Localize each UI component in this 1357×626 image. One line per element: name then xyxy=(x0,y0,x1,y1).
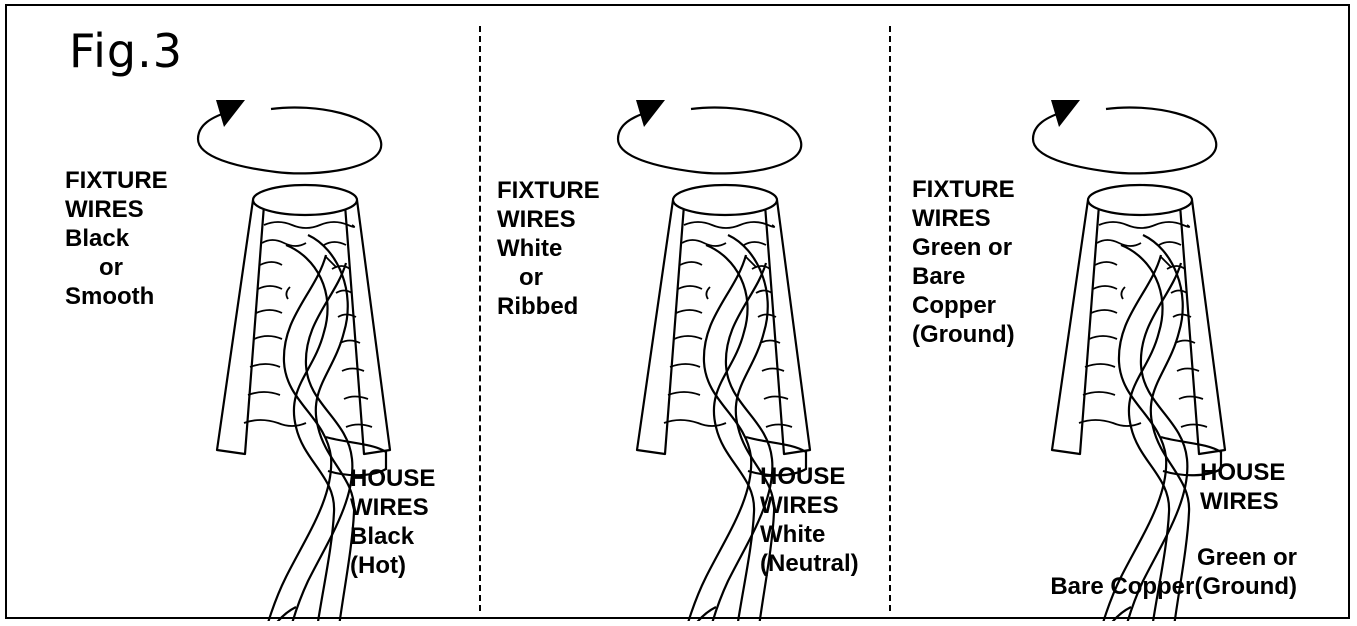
house-wires-label-white: HOUSE WIRES White (Neutral) xyxy=(760,463,859,577)
house-wires-label-ground: HOUSE WIRES xyxy=(1200,459,1286,515)
wire-diagram-art xyxy=(196,98,1227,621)
fixture-wires-label-ground: FIXTURE WIRES Green or Bare Copper (Grou… xyxy=(912,176,1015,348)
fixture-wires-label-white: FIXTURE WIRES White or Ribbed xyxy=(497,177,600,320)
figure-title: Fig.3 xyxy=(69,24,183,78)
fixture-wires-label-black: FIXTURE WIRES Black or Smooth xyxy=(65,167,168,310)
ground-wire-label: Green or Bare Copper(Ground) xyxy=(1050,544,1297,600)
panel-divider-1 xyxy=(479,26,481,611)
figure-frame: Fig.3 FIXTURE WIRES Black or Smooth HOUS… xyxy=(5,4,1350,621)
panel-divider-2 xyxy=(889,26,891,611)
house-wires-label-black: HOUSE WIRES Black (Hot) xyxy=(350,465,436,579)
